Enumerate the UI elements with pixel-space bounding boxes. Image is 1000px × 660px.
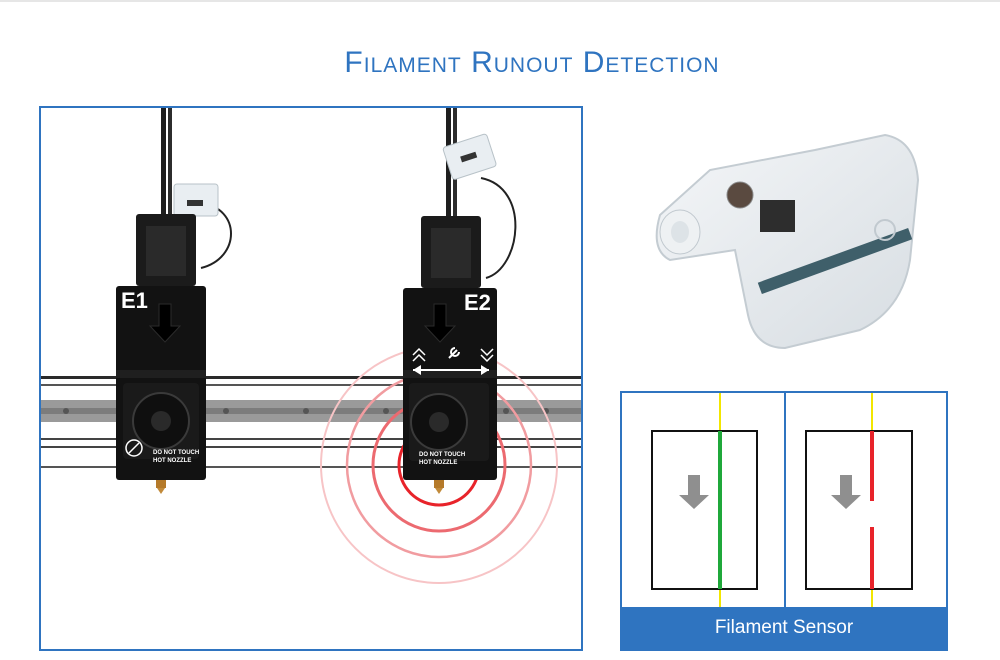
page-title: Filament Runout Detection bbox=[344, 46, 720, 79]
sensor-closeup-image bbox=[640, 120, 930, 350]
sensor-tube-hole bbox=[671, 221, 689, 243]
hotend-e2 bbox=[403, 108, 517, 494]
hotend-e2-warning-line2: HOT NOZZLE bbox=[419, 460, 457, 466]
feed-arrow-right-icon bbox=[831, 475, 861, 509]
sensor-switch bbox=[760, 200, 795, 232]
sensor-screw bbox=[726, 181, 754, 209]
printer-scene: E1 DO NOT TOUCH HOT NOZZLE bbox=[39, 106, 583, 651]
top-divider bbox=[0, 0, 1000, 2]
sensor-states-diagram bbox=[651, 393, 913, 607]
printer-illustration: E1 DO NOT TOUCH HOT NOZZLE bbox=[41, 108, 581, 584]
hotend-e1 bbox=[116, 108, 232, 494]
feed-arrow-left-icon bbox=[679, 475, 709, 509]
hotend-e1-warning-line1: DO NOT TOUCH bbox=[153, 450, 199, 456]
hotend-e2-label: E2 bbox=[464, 290, 491, 315]
sensor-closeup-illustration bbox=[655, 133, 920, 350]
sensor-mount-hole bbox=[874, 219, 896, 241]
belt-top-2 bbox=[41, 384, 581, 386]
belt-bottom-3 bbox=[41, 466, 581, 468]
sensor-state-runout bbox=[805, 393, 913, 607]
belt-top bbox=[41, 376, 581, 379]
hotend-e1-warning-line2: HOT NOZZLE bbox=[153, 458, 191, 464]
belt-bottom-2 bbox=[41, 446, 581, 448]
sensor-state-ok bbox=[651, 393, 758, 607]
hotend-e2-warning-line1: DO NOT TOUCH bbox=[419, 452, 465, 458]
filament-sensor-label: Filament Sensor bbox=[622, 607, 946, 649]
sensor-housing bbox=[655, 133, 920, 350]
hotend-e1-label: E1 bbox=[121, 288, 148, 313]
belt-bottom bbox=[41, 438, 581, 440]
rail-holes bbox=[63, 408, 549, 414]
linear-rail-groove bbox=[41, 408, 581, 414]
sensor-pcb bbox=[757, 228, 913, 294]
filament-sensor-panel: Filament Sensor bbox=[620, 391, 948, 651]
